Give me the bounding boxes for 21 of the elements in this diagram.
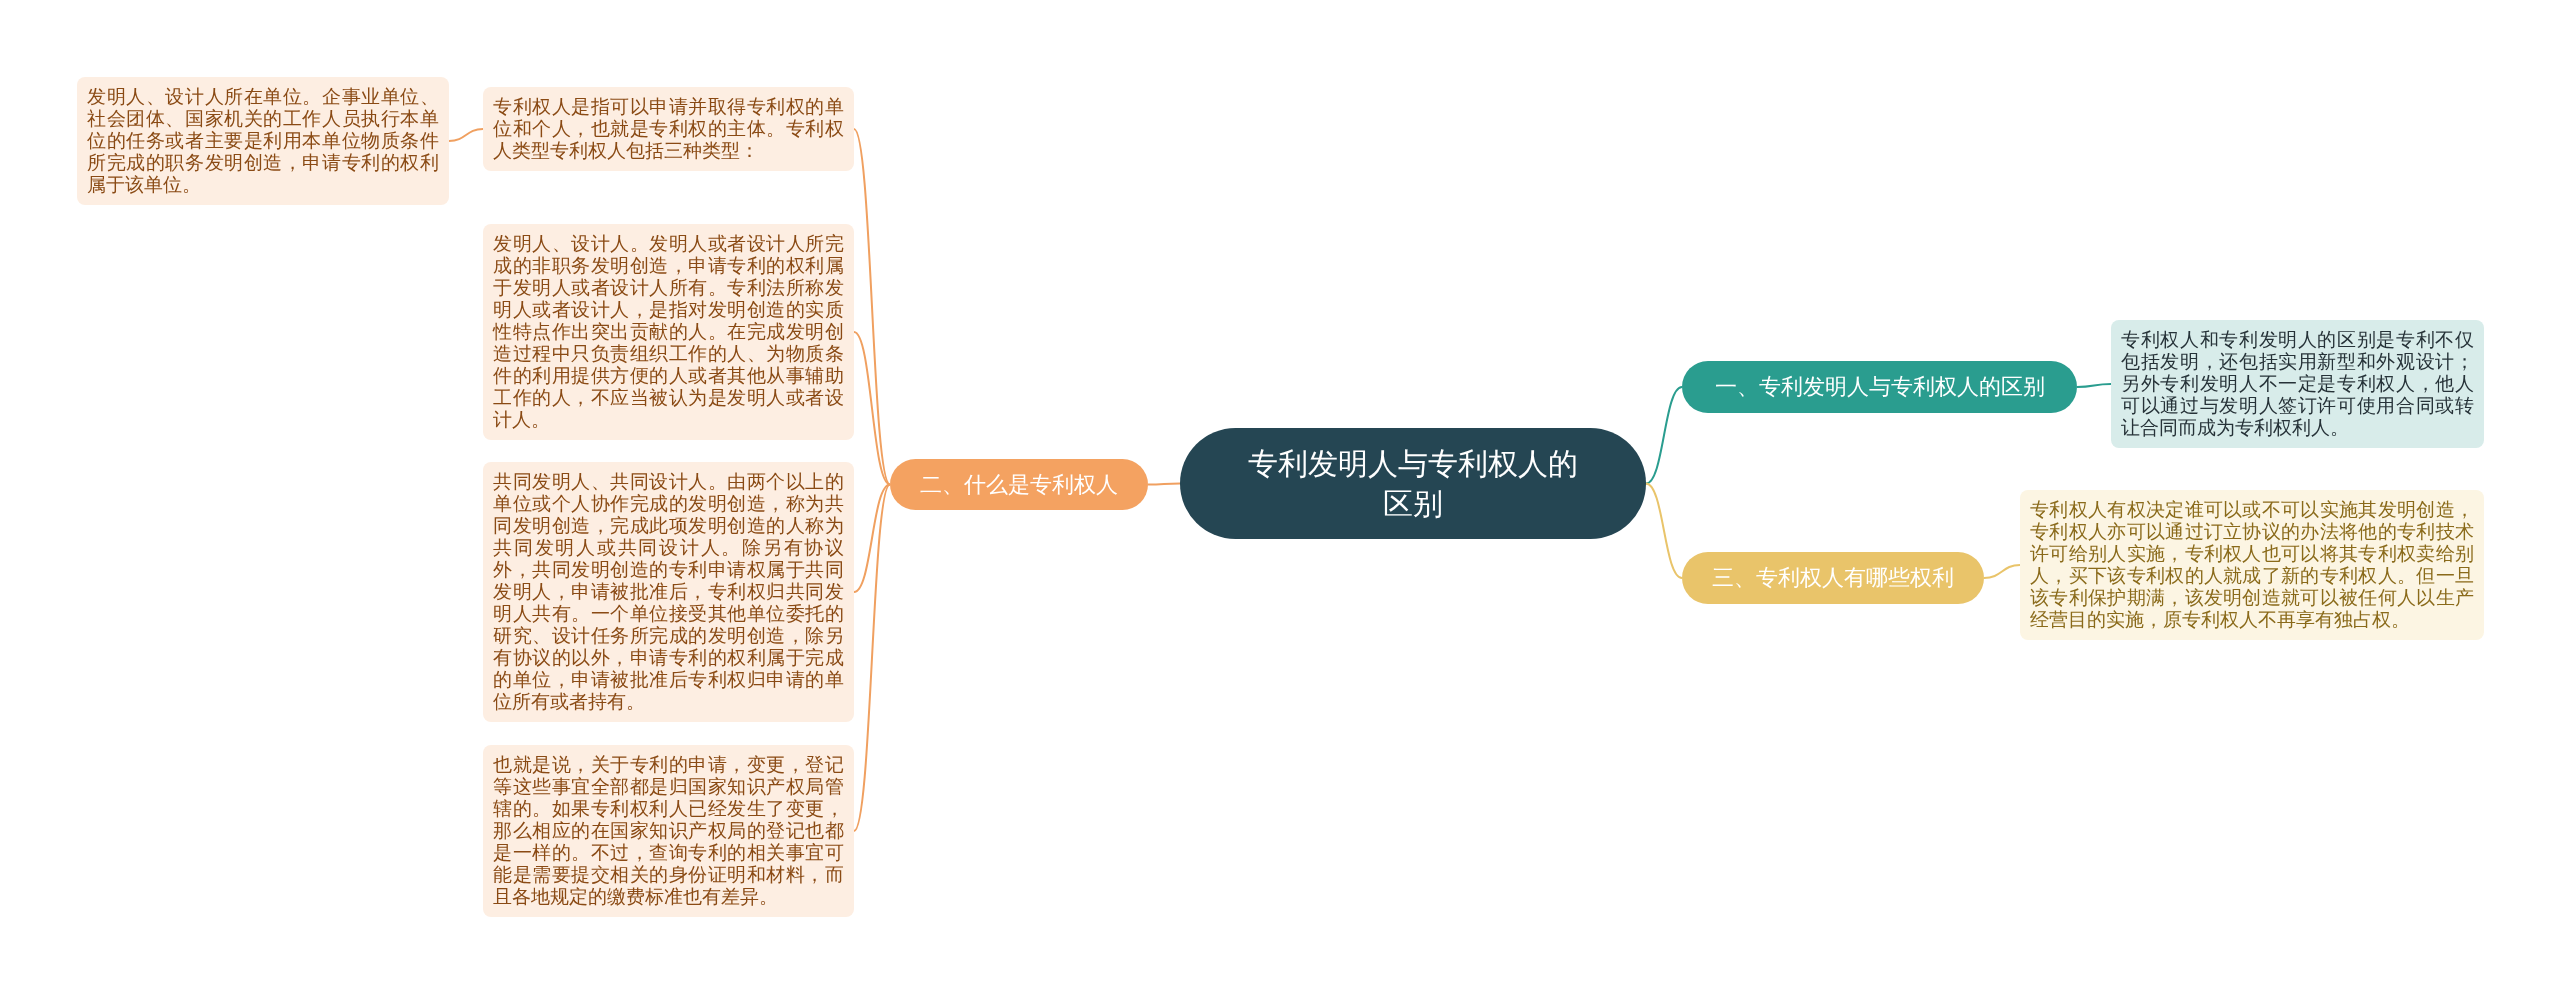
text-card: 发明人、设计人。发明人或者设计人所完成的非职务发明创造，申请专利的权利属于发明人或者设计人所有。专利法所称发明人或者设计人，是指对发明创造的实质性特点作出突出贡献的人。在完成发明创造过程中只负责组织工作的人、为物质条件的利用提供方便的人或者其他从事辅助工作的人，不应当被认为是发明人或者设计人。 xyxy=(483,224,854,440)
connector-line xyxy=(853,483,891,593)
connector-line xyxy=(1983,564,2021,579)
connector-line xyxy=(1147,482,1181,486)
text-card: 也就是说，关于专利的申请，变更，登记等这些事宜全部都是归国家知识产权局管辖的。如果专利权利人已经发生了变更，那么相应的在国家知识产权局的登记也都是一样的。不过，查询专利的相关事宜可能是需要提交相关的身份证明和材料，而且各地规定的缴费标准也有差异。 xyxy=(483,745,854,917)
topic-box: 三、专利权人有哪些权利 xyxy=(1682,552,1984,604)
connector-line xyxy=(2076,383,2112,388)
connector-line xyxy=(448,128,484,142)
text-card: 共同发明人、共同设计人。由两个以上的单位或个人协作完成的发明创造，称为共同发明创造，完成此项发明创造的人称为共同发明人或共同设计人。除另有协议外，共同发明创造的专利申请权属于共同发明人，申请被批准后，专利权归共同发明人共有。一个单位接受其他单位委托的研究、设计任务所完成的发明创造，除另有协议的以外，申请专利的权利属于完成的单位，申请被批准后专利权归申请的单位所有或者持有。 xyxy=(483,462,854,722)
text-card: 发明人、设计人所在单位。企事业单位、社会团体、国家机关的工作人员执行本单位的任务或者主要是利用本单位物质条件所完成的职务发明创造，申请专利的权利属于该单位。 xyxy=(77,77,449,205)
connector-line xyxy=(1645,482,1683,579)
connector-line xyxy=(1645,386,1683,485)
root-topic-box: 专利发明人与专利权人的区别 xyxy=(1180,428,1646,539)
text-card: 专利权人有权决定谁可以或不可以实施其发明创造，专利权人亦可以通过订立协议的办法将他的专利技术许可给别人实施，专利权人也可以将其专利权卖给别人，买下该专利权的人就成了新的专利权人。但一旦该专利保护期满，该发明创造就可以被任何人以生产经营目的实施，原专利权人不再享有独占权。 xyxy=(2020,490,2484,640)
topic-box: 二、什么是专利权人 xyxy=(890,459,1148,510)
topic-box: 一、专利发明人与专利权人的区别 xyxy=(1682,361,2077,413)
connector-line xyxy=(853,483,891,832)
connector-line xyxy=(853,128,891,486)
text-card: 专利权人是指可以申请并取得专利权的单位和个人，也就是专利权的主体。专利权人类型专利权人包括三种类型： xyxy=(483,87,854,171)
connector-line xyxy=(853,331,891,486)
text-card: 专利权人和专利发明人的区别是专利不仅包括发明，还包括实用新型和外观设计；另外专利发明人不一定是专利权人，他人可以通过与发明人签订许可使用合同或转让合同而成为专利权利人。 xyxy=(2111,320,2484,448)
